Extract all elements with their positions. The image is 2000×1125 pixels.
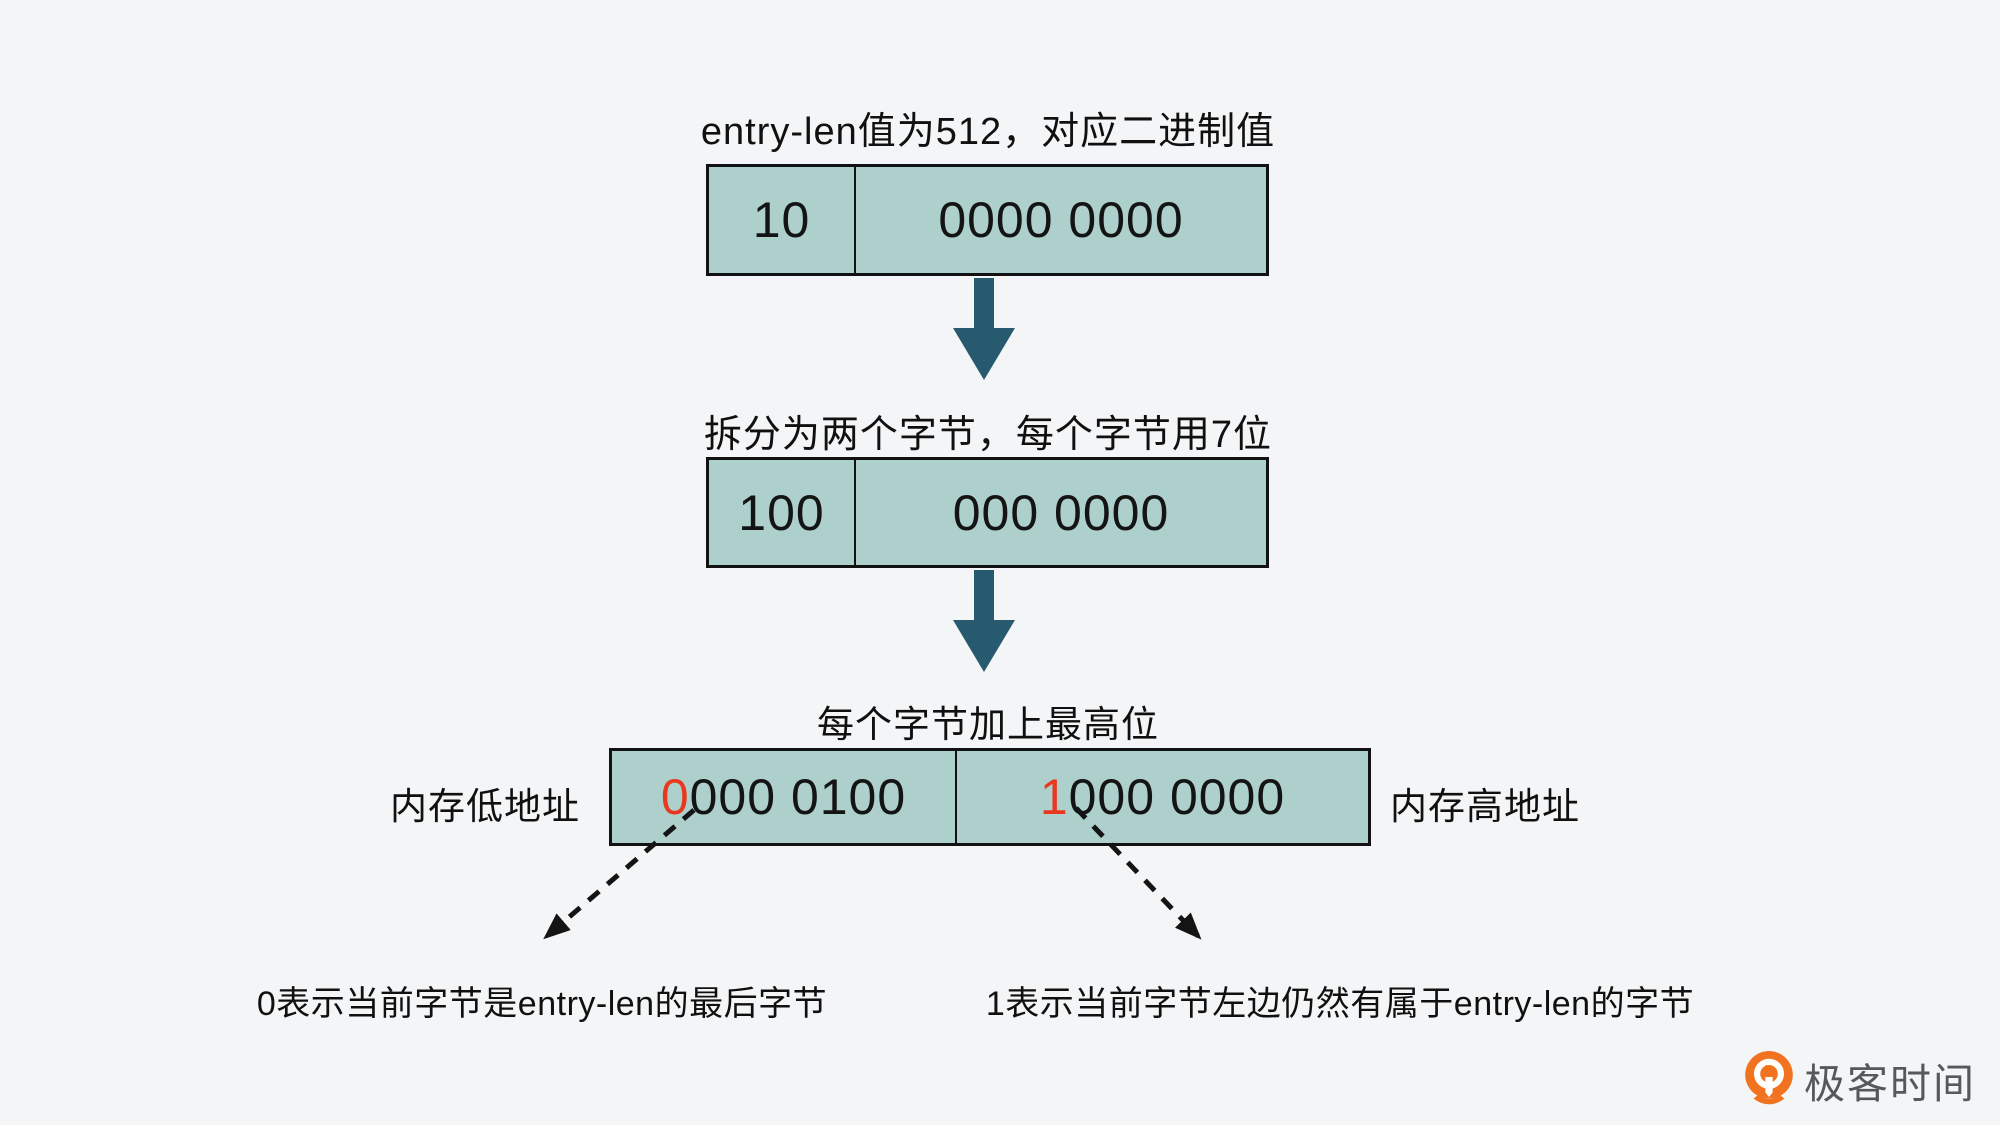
step2-cell-prefix-bits: 100 [709,460,856,565]
step1-cell-value-bits: 0000 0000 [938,192,1184,248]
down-arrow-icon [953,278,1015,380]
step2-cell-value-bits: 000 0000 [952,484,1170,541]
geektime-logo: 极客时间 [1744,1050,1976,1110]
down-arrow-icon [953,570,1015,672]
memory-high-address-label: 内存高地址 [1390,786,1580,827]
step3-title: 每个字节加上最高位 [817,704,1159,745]
geektime-pin-icon [1745,1051,1793,1105]
geektime-logo-text: 极客时间 [1804,1061,1976,1107]
continuation-bit-one: 1 [1039,769,1069,825]
annotation-last-byte: 0表示当前字节是entry-len的最后字节 [256,985,828,1023]
continuation-bit-zero: 0 [660,769,690,825]
step1-title: entry-len值为512，对应二进制值 [700,111,1276,153]
high-byte-rest-bits: 000 0000 [1068,769,1286,825]
memory-low-address-label: 内存低地址 [390,786,580,827]
low-byte-rest-bits: 000 0100 [689,769,907,825]
step2-title: 拆分为两个字节，每个字节用7位 [703,414,1273,456]
step1-byte-box: 10 0000 0000 [706,164,1269,276]
annotation-more-bytes: 1表示当前字节左边仍然有属于entry-len的字节 [985,985,1695,1023]
step1-cell-prefix-bits: 10 [709,167,856,273]
step2-byte-box: 100 000 0000 [706,457,1269,568]
